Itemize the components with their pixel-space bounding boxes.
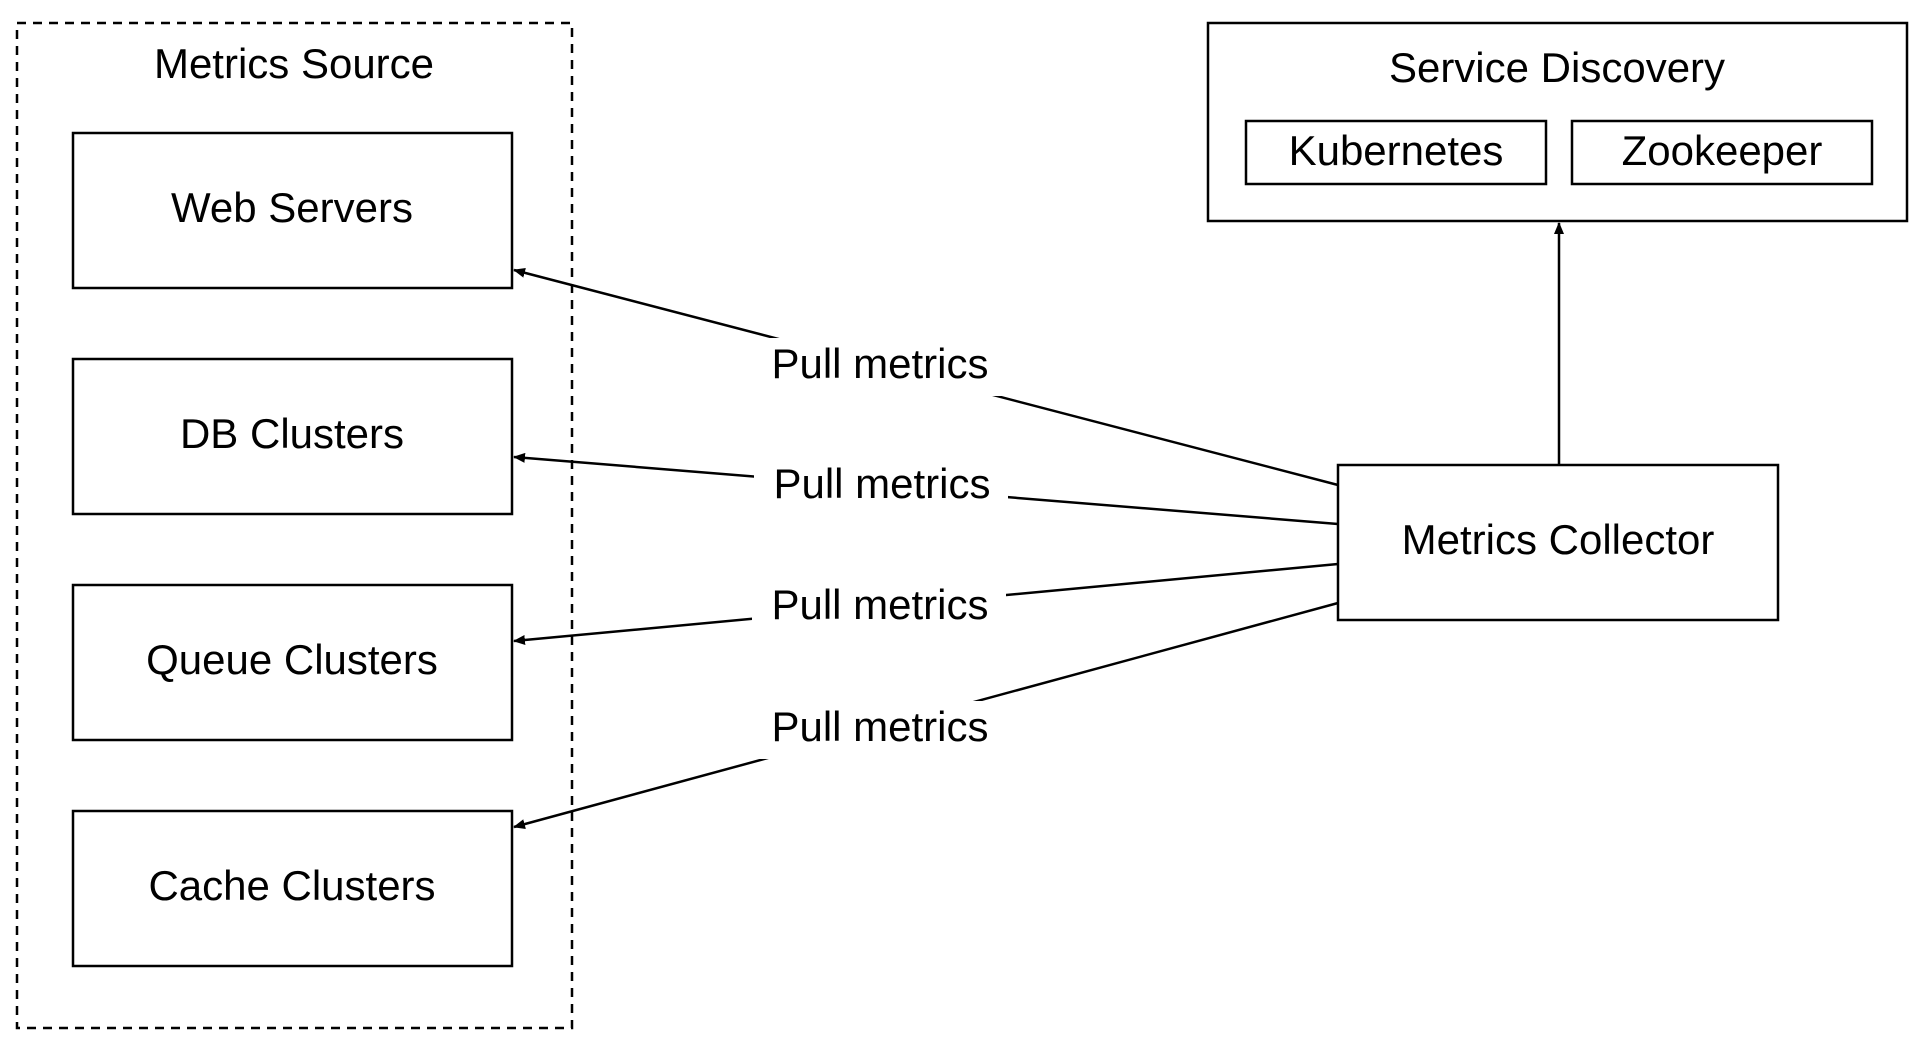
metrics-collector-node[interactable]: Metrics Collector [1336, 463, 1780, 622]
edge-collector-to-db-clusters: Pull metrics [513, 452, 1339, 526]
edge-label-db-clusters: Pull metrics [773, 460, 990, 507]
metrics-collector-label: Metrics Collector [1402, 516, 1715, 563]
kubernetes-label: Kubernetes [1289, 127, 1504, 174]
zookeeper-label: Zookeeper [1622, 127, 1823, 174]
cache-clusters-node[interactable]: Cache Clusters [71, 809, 514, 968]
kubernetes-node[interactable]: Kubernetes [1244, 119, 1548, 186]
edge-label-cache-clusters: Pull metrics [771, 703, 988, 750]
cache-clusters-label: Cache Clusters [148, 862, 435, 909]
edge-label-queue-clusters: Pull metrics [771, 581, 988, 628]
queue-clusters-label: Queue Clusters [146, 636, 438, 683]
web-servers-node[interactable]: Web Servers [71, 131, 514, 290]
service-discovery-group[interactable]: Service Discovery Kubernetes Zookeeper [1206, 21, 1909, 223]
db-clusters-node[interactable]: DB Clusters [71, 357, 514, 516]
zookeeper-node[interactable]: Zookeeper [1570, 119, 1874, 186]
edge-collector-to-queue-clusters: Pull metrics [513, 562, 1339, 645]
web-servers-label: Web Servers [171, 184, 413, 231]
metrics-source-group-border [15, 21, 574, 1030]
metrics-source-title: Metrics Source [154, 40, 434, 87]
service-discovery-title: Service Discovery [1389, 44, 1725, 91]
queue-clusters-node[interactable]: Queue Clusters [71, 583, 514, 742]
edge-collector-to-cache-clusters: Pull metrics [513, 601, 1339, 829]
edge-label-web-servers: Pull metrics [771, 340, 988, 387]
db-clusters-label: DB Clusters [180, 410, 404, 457]
edge-collector-to-web-servers: Pull metrics [513, 267, 1339, 487]
metrics-source-group: Metrics Source Web Servers DB Clusters Q… [15, 21, 574, 1030]
